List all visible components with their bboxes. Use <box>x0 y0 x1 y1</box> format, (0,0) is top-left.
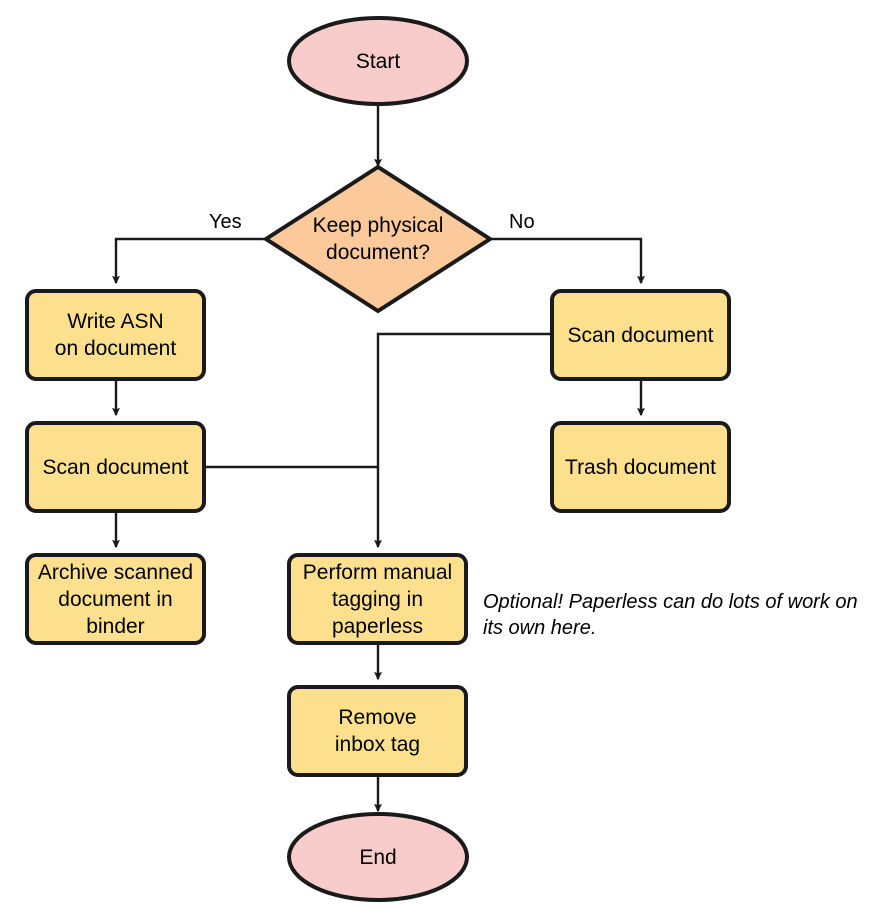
node-end <box>287 812 469 902</box>
edge-label-no: No <box>509 211 535 233</box>
node-perform-manual-tagging <box>287 553 468 645</box>
edge-label-yes: Yes <box>209 211 242 233</box>
node-decision-keep-physical-document <box>262 164 494 314</box>
edge-scan-right-to-tagging <box>374 332 552 549</box>
connector-layer <box>112 103 645 813</box>
node-scan-document-left <box>25 421 206 513</box>
edge-decision-no-to-scan-right <box>490 237 645 285</box>
node-start <box>287 16 469 106</box>
node-trash-document <box>550 421 731 513</box>
node-archive-scanned-document <box>25 553 206 645</box>
node-remove-inbox-tag <box>287 685 468 777</box>
edge-decision-yes-to-write-asn <box>112 237 266 285</box>
annotation-optional-note: Optional! Paperless can do lots of work … <box>483 591 858 639</box>
node-write-asn <box>25 289 206 381</box>
node-scan-document-right <box>550 289 731 381</box>
